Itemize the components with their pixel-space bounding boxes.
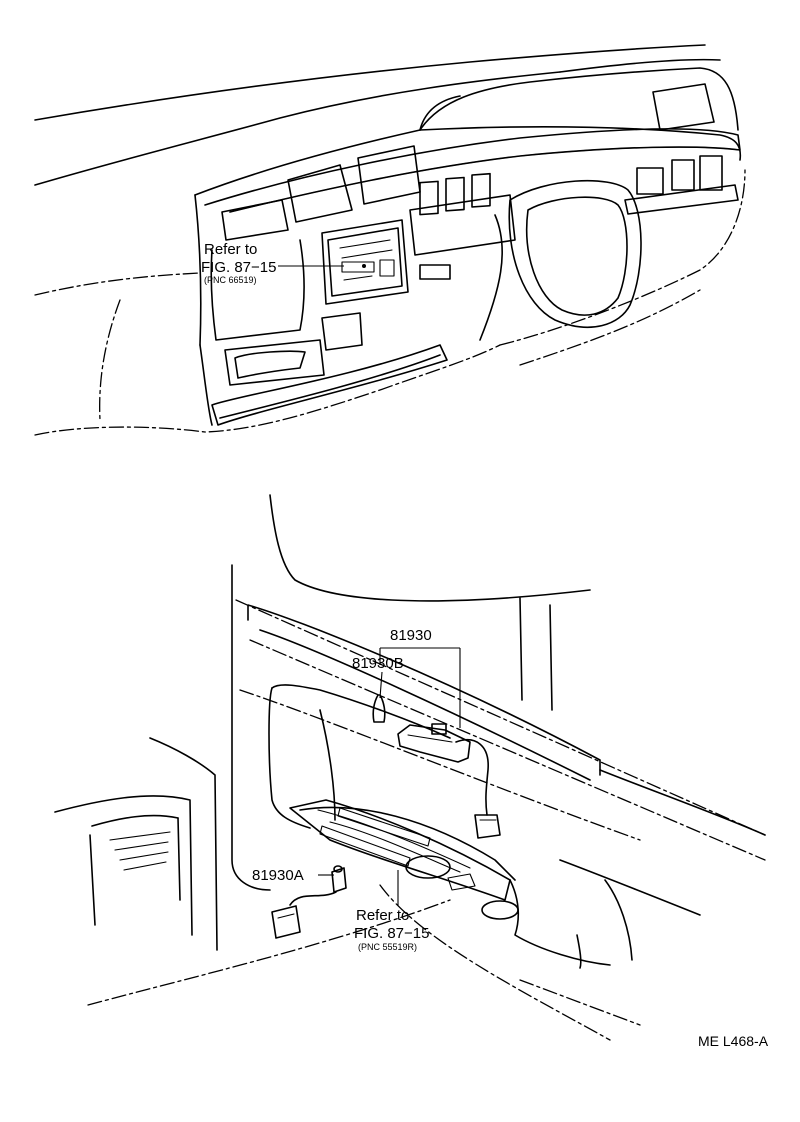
top-callout-refer: Refer to	[204, 241, 257, 258]
leader-81930b	[379, 671, 383, 699]
bottom-callout-refer: Refer to	[356, 907, 409, 924]
label-81930: 81930	[390, 627, 432, 644]
top-callout-fig: FIG. 87−15	[201, 259, 276, 276]
side-panel-drawing	[54, 494, 766, 1041]
top-callout: Refer to FIG. 87−15 (PNC 66519)	[201, 241, 344, 285]
top-callout-pnc: (PNC 66519)	[204, 275, 257, 285]
part-labels: 81930 81930B 81930A	[252, 627, 461, 884]
bottom-callout-pnc: (PNC 55519R)	[358, 942, 417, 952]
instrument-panel-drawing	[34, 44, 746, 436]
label-81930a: 81930A	[252, 867, 304, 884]
leader-81930	[379, 647, 461, 728]
bottom-callout: Refer to FIG. 87−15 (PNC 55519R)	[354, 870, 429, 952]
bottom-callout-fig: FIG. 87−15	[354, 925, 429, 942]
figure-code: ME L468-A	[698, 1033, 769, 1049]
label-81930b: 81930B	[352, 655, 404, 672]
